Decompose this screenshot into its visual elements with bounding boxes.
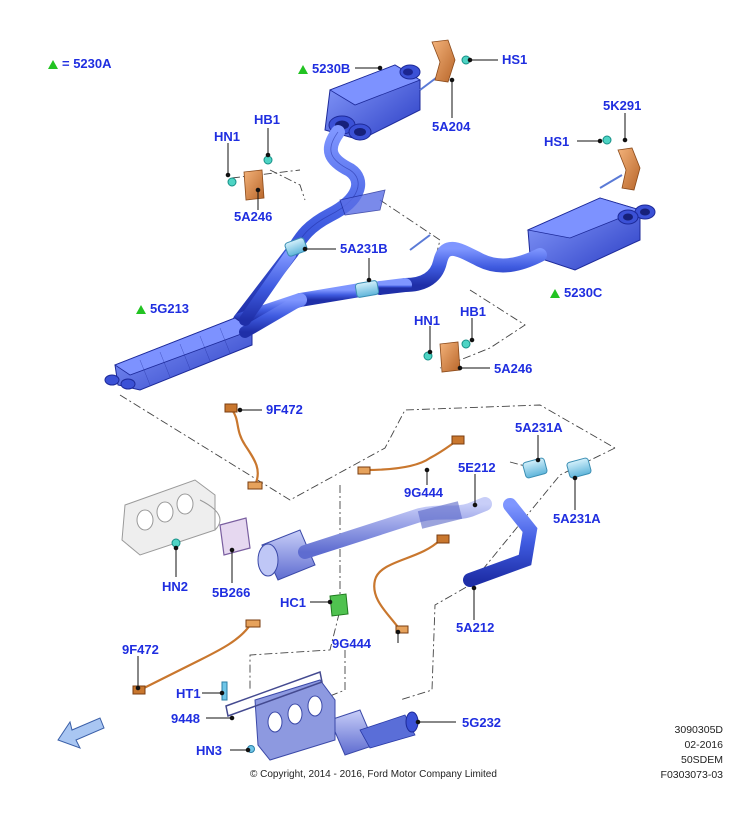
gasket-9448[interactable]	[225, 670, 323, 718]
label-hn2[interactable]: HN2	[162, 579, 189, 594]
label-text: 5230C	[564, 285, 603, 300]
label-5g213[interactable]: 5G213	[136, 301, 189, 316]
doc-code-4: F0303073-03	[660, 769, 723, 781]
label-5b266[interactable]: 5B266	[212, 585, 251, 600]
label-9g444-top[interactable]: 9G444	[404, 485, 444, 500]
legend-text: = 5230A	[62, 56, 112, 71]
clamp-5a231a[interactable]	[522, 457, 592, 479]
label-hb1-left[interactable]: HB1	[254, 112, 281, 127]
oxygen-sensor-9g444-bot[interactable]	[373, 539, 441, 631]
green-triangle-icon	[550, 289, 560, 299]
label-ht1[interactable]: HT1	[176, 686, 201, 701]
label-5a212[interactable]: 5A212	[456, 620, 495, 635]
label-5a246-left[interactable]: 5A246	[234, 209, 273, 224]
clamp-5a231b[interactable]	[284, 237, 380, 298]
label-hs1-right[interactable]: HS1	[544, 134, 570, 149]
isolator-5a246-left[interactable]	[227, 155, 273, 201]
oxygen-sensor-9f472-top[interactable]	[231, 409, 259, 486]
label-hc1[interactable]: HC1	[280, 595, 307, 610]
label-hn1-mid[interactable]: HN1	[414, 313, 441, 328]
leader-lines	[135, 57, 628, 753]
label-9g444-bot[interactable]: 9G444	[332, 636, 372, 651]
label-5g232[interactable]: 5G232	[462, 715, 502, 730]
isolator-5a246-mid[interactable]	[423, 339, 471, 373]
label-text: 5G213	[150, 301, 190, 316]
oxygen-sensor-9f472-bot[interactable]	[139, 624, 251, 691]
catalytic-converter-left[interactable]	[257, 529, 316, 581]
label-5e212[interactable]: 5E212	[458, 460, 496, 475]
green-triangle-icon	[298, 65, 308, 75]
catalytic-converter-5g232[interactable]	[329, 709, 419, 756]
green-triangle-icon	[48, 60, 58, 70]
label-9f472-bot[interactable]: 9F472	[122, 642, 159, 657]
label-5a231a-bot[interactable]: 5A231A	[553, 511, 601, 526]
clip-hc1[interactable]	[329, 593, 349, 617]
bracket-5a204[interactable]	[431, 39, 471, 83]
label-5a231b[interactable]: 5A231B	[340, 241, 388, 256]
label-hb1-mid[interactable]: HB1	[460, 304, 487, 319]
label-5a204[interactable]: 5A204	[432, 119, 471, 134]
pipe-5a212[interactable]	[463, 498, 538, 587]
label-9448[interactable]: 9448	[171, 711, 200, 726]
exhaust-manifold-ghost	[121, 479, 221, 556]
label-5a246-mid[interactable]: 5A246	[494, 361, 533, 376]
label-hn1-left[interactable]: HN1	[214, 129, 241, 144]
front-direction-arrow-icon	[57, 717, 105, 749]
label-5230c[interactable]: 5230C	[550, 285, 602, 300]
gasket-5b266[interactable]	[219, 517, 251, 556]
resonator-5g213[interactable]	[104, 317, 253, 391]
muffler-5230b[interactable]	[324, 64, 421, 141]
label-hs1-top[interactable]: HS1	[502, 52, 528, 67]
label-hn3[interactable]: HN3	[196, 743, 223, 758]
muffler-5230c[interactable]	[526, 197, 656, 271]
doc-code-1: 3090305D	[674, 724, 723, 736]
doc-code-3: 50SDEM	[680, 754, 723, 766]
oxygen-sensor-9g444-top[interactable]	[364, 439, 459, 472]
copyright-text: © Copyright, 2014 - 2016, Ford Motor Com…	[250, 769, 497, 780]
label-5a231a-top[interactable]: 5A231A	[515, 420, 563, 435]
label-5k291[interactable]: 5K291	[603, 98, 642, 113]
doc-code-2: 02-2016	[684, 739, 723, 751]
pipe-right-branch[interactable]	[398, 242, 547, 292]
legend-5230a: = 5230A	[48, 56, 112, 71]
label-9f472-top[interactable]: 9F472	[266, 402, 303, 417]
green-triangle-icon	[136, 305, 146, 315]
bracket-5k291[interactable]	[602, 135, 641, 191]
label-5230b[interactable]: 5230B	[298, 61, 350, 76]
label-text: 5230B	[312, 61, 351, 76]
exhaust-manifold-right[interactable]	[254, 679, 336, 761]
